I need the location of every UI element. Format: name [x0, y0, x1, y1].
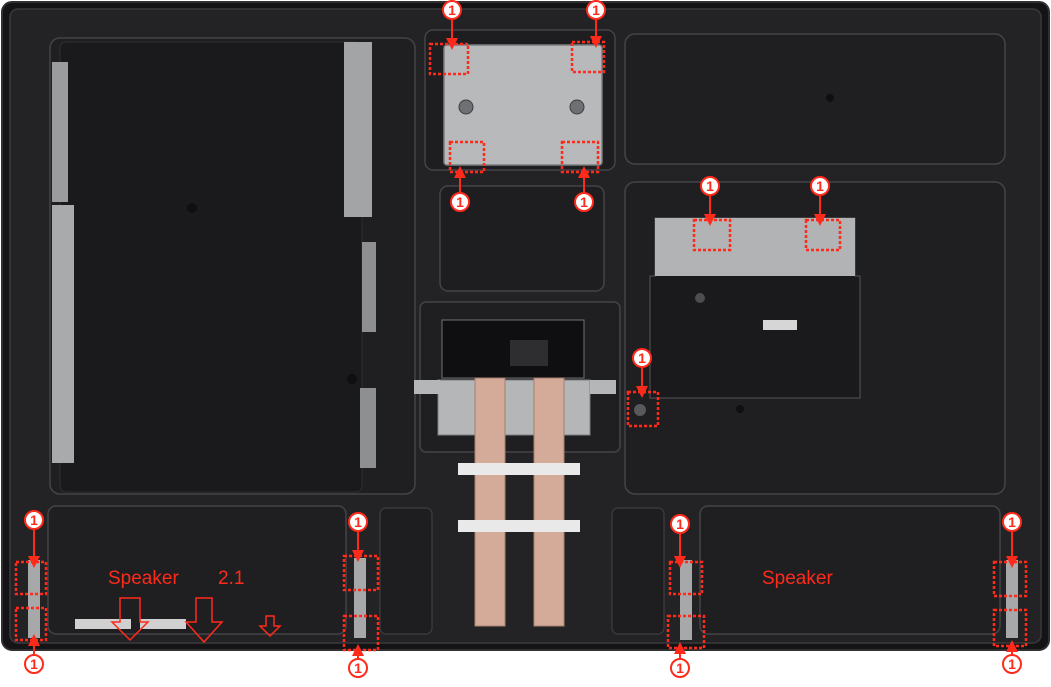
callout-circle-bottom-center-right-lower [670, 658, 690, 678]
screw-callouts: 1 1 1 1 1 1 1 1 1 1 1 1 1 1 1 [14, 0, 1028, 678]
speaker-bracket-far-right [1006, 560, 1018, 638]
callout-circle-bottom-far-right-upper [1002, 512, 1022, 532]
bottom-center-left-recess [379, 507, 433, 635]
speaker-cover-left [47, 505, 347, 635]
bracket-screw-left [458, 99, 474, 115]
speaker-bracket-center-right [680, 560, 692, 640]
callout-circle-top-right-upper [586, 0, 606, 20]
callout-number-bottom-center-right-lower: 1 [676, 660, 684, 676]
center-mid-recess [439, 185, 605, 292]
chassis-hole [347, 374, 357, 384]
callout-circle-bottom-center-left-upper [348, 512, 368, 532]
callout-number-bottom-center-right-upper: 1 [676, 516, 684, 532]
cable-tape-upper [458, 463, 580, 475]
wall-mount-screw [695, 293, 705, 303]
callout-circle-top-right-lower [574, 192, 594, 212]
screw-highlight-box-top-left-lower [448, 140, 486, 174]
right-metal-strip-1 [344, 42, 372, 217]
right-metal-strip-3 [360, 388, 376, 468]
screw-highlight-box-bottom-center-right-lower [666, 614, 706, 650]
bottom-center-right-recess [611, 507, 665, 635]
screw-highlight-box-top-left-upper [428, 42, 470, 76]
callout-circle-side-bracket-middle [632, 348, 652, 368]
ribbon-cable-right [533, 377, 565, 627]
left-metal-strip-1 [52, 62, 68, 202]
bracket-screw-right [569, 99, 585, 115]
subwoofer-label: 2.1 [218, 568, 244, 589]
screw-highlight-box-top-right-upper [570, 40, 606, 74]
wall-mount-metal-top [655, 218, 855, 276]
speaker-outline-arrow-3 [258, 615, 282, 638]
right-metal-strip-2 [362, 242, 376, 332]
callout-number-bottom-center-left-upper: 1 [354, 514, 362, 530]
callout-circle-bottom-far-left-upper [24, 510, 44, 530]
tcon-board-chip [510, 340, 548, 366]
callout-number-bottom-far-left-upper: 1 [30, 512, 38, 528]
chassis-hole [187, 203, 197, 213]
callout-number-top-right-lower: 1 [580, 194, 588, 210]
callout-circle-bottom-center-left-lower [348, 658, 368, 678]
callout-number-bottom-far-right-lower: 1 [1008, 656, 1016, 672]
rating-label-1 [75, 619, 131, 629]
tcon-bracket [437, 379, 591, 436]
top-mount-bracket [443, 44, 603, 166]
callout-number-wall-bracket-right: 1 [816, 178, 824, 194]
speaker-left-label: Speaker [108, 568, 179, 589]
callout-circle-wall-bracket-right [810, 176, 830, 196]
ribbon-cable-left [474, 377, 506, 627]
callout-number-side-bracket-middle: 1 [638, 350, 646, 366]
chassis-hole [826, 94, 834, 102]
callout-number-wall-bracket-left: 1 [706, 178, 714, 194]
callout-circle-bottom-far-right-lower [1002, 654, 1022, 674]
tcon-bracket-ear-left [414, 380, 440, 394]
left-metal-strip-2 [52, 205, 74, 463]
upper-right-recess [624, 33, 1006, 165]
callout-circle-bottom-center-right-upper [670, 514, 690, 534]
cable-tape-lower [458, 520, 580, 532]
callout-number-bottom-far-right-upper: 1 [1008, 514, 1016, 530]
callout-circle-wall-bracket-left [700, 176, 720, 196]
callout-number-top-right-upper: 1 [592, 2, 600, 18]
callout-circle-bottom-far-left-lower [24, 654, 44, 674]
callout-circle-top-left-upper [442, 0, 462, 20]
screw-highlight-box-bottom-far-right-lower [992, 608, 1028, 648]
speaker-bracket-far-left [28, 560, 40, 638]
speaker-outline-arrow-1 [110, 597, 150, 642]
callout-circle-top-left-lower [450, 192, 470, 212]
tcon-bracket-ear-right [590, 380, 616, 394]
speaker-right-label: Speaker [762, 568, 833, 589]
rating-label-2 [140, 619, 186, 629]
callout-number-bottom-center-left-lower: 1 [354, 660, 362, 676]
speaker-bracket-center-left [354, 558, 366, 638]
screw-highlight-box-bottom-center-right-upper [668, 560, 704, 596]
callout-number-top-left-lower: 1 [456, 194, 464, 210]
speaker-outline-arrow-2 [184, 597, 224, 644]
left-main-board-cover [59, 41, 363, 493]
screw-highlight-box-top-right-lower [560, 140, 600, 174]
callout-number-bottom-far-left-lower: 1 [30, 656, 38, 672]
speaker-cover-right [699, 505, 1001, 635]
callout-number-top-left-upper: 1 [448, 2, 456, 18]
wall-mount-label [763, 320, 797, 330]
chassis-hole [736, 405, 744, 413]
chassis-hole [634, 404, 646, 416]
